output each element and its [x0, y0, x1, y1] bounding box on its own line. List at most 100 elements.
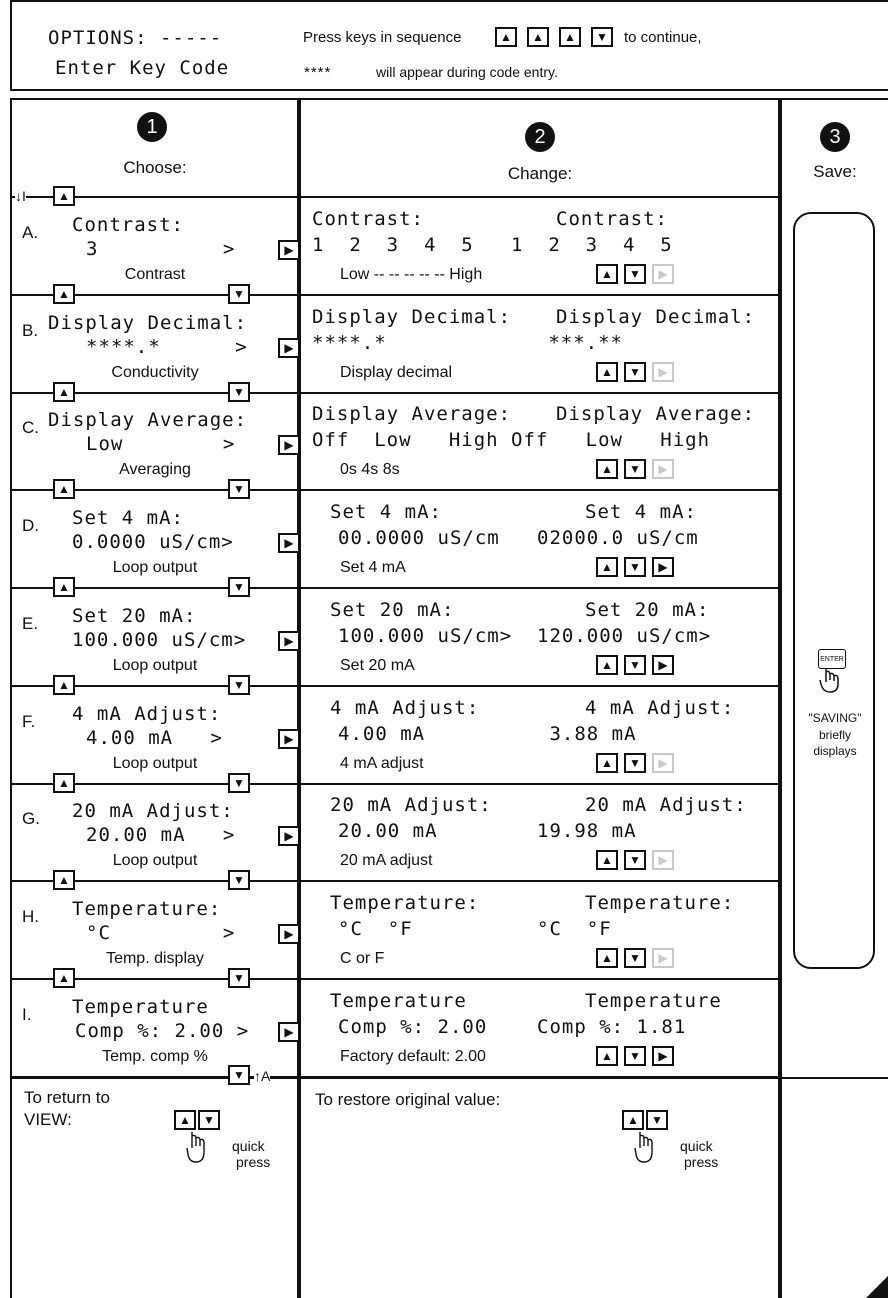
change-up-key[interactable]: ▲: [596, 850, 618, 870]
right-arrow-icon: ▶: [658, 951, 668, 965]
change-right-key[interactable]: ▶: [652, 362, 674, 382]
change-lcd-line-2: ****.* ***.**: [312, 332, 623, 354]
choose-lcd-line-2: °C >: [86, 922, 236, 944]
change-down-key[interactable]: ▼: [624, 459, 646, 479]
change-down-key[interactable]: ▼: [624, 753, 646, 773]
change-caption: 20 mA adjust: [340, 852, 433, 869]
change-header-divider: [299, 196, 779, 198]
choose-lcd-line-2: 100.000 uS/cm>: [72, 629, 247, 651]
choose-down-key[interactable]: ▼: [228, 382, 250, 402]
choose-caption: Averaging: [119, 461, 191, 478]
change-right-key[interactable]: ▶: [652, 459, 674, 479]
down-arrow-icon: ▼: [233, 287, 245, 301]
footer-divider-mid: [299, 1077, 780, 1079]
change-up-key[interactable]: ▲: [596, 948, 618, 968]
change-down-key[interactable]: ▼: [624, 557, 646, 577]
choose-down-key[interactable]: ▼: [228, 577, 250, 597]
choose-up-key[interactable]: ▲: [53, 675, 75, 695]
press-text-2: press: [684, 1154, 719, 1170]
advance-right-key[interactable]: ▶: [278, 729, 300, 749]
change-right-key[interactable]: ▶: [652, 655, 674, 675]
change-right-key[interactable]: ▶: [652, 753, 674, 773]
advance-right-key[interactable]: ▶: [278, 826, 300, 846]
choose-up-key[interactable]: ▲: [53, 968, 75, 988]
return-down-key[interactable]: ▼: [198, 1110, 220, 1130]
advance-right-key[interactable]: ▶: [278, 1022, 300, 1042]
change-down-key[interactable]: ▼: [624, 850, 646, 870]
change-up-key[interactable]: ▲: [596, 264, 618, 284]
change-right-key[interactable]: ▶: [652, 1046, 674, 1066]
choose-up-key[interactable]: ▲: [53, 382, 75, 402]
quick-text-2: quick: [680, 1138, 713, 1154]
change-down-key[interactable]: ▼: [624, 1046, 646, 1066]
right-arrow-icon: ▶: [284, 829, 294, 843]
displays-text: displays: [813, 744, 857, 758]
choose-down-key[interactable]: ▼: [228, 870, 250, 890]
choose-down-key[interactable]: ▼: [228, 675, 250, 695]
change-down-key[interactable]: ▼: [624, 362, 646, 382]
change-row-divider: [299, 392, 780, 394]
change-lcd-line-2: Comp %: 2.00 Comp %: 1.81: [338, 1016, 687, 1038]
choose-down-key[interactable]: ▼: [228, 284, 250, 304]
enter-key-icon[interactable]: ENTER: [818, 649, 846, 669]
seq-up-key-2: ▲: [527, 27, 549, 47]
change-caption: Factory default: 2.00: [340, 1048, 486, 1065]
change-lcd-right: Temperature: [585, 990, 722, 1012]
table-left-border: [10, 98, 12, 1298]
choose-down-key[interactable]: ▼: [228, 479, 250, 499]
change-right-key[interactable]: ▶: [652, 264, 674, 284]
change-down-key[interactable]: ▼: [624, 264, 646, 284]
up-arrow-icon: ▲: [179, 1113, 191, 1127]
change-up-key[interactable]: ▲: [596, 459, 618, 479]
restore-up-key[interactable]: ▲: [622, 1110, 644, 1130]
change-down-key[interactable]: ▼: [624, 655, 646, 675]
up-arrow-icon: ▲: [58, 189, 70, 203]
table-top-border: [10, 98, 888, 100]
change-right-key[interactable]: ▶: [652, 948, 674, 968]
change-lcd-left: 20 mA Adjust:: [330, 794, 492, 816]
change-lcd-right: 20 mA Adjust:: [585, 794, 747, 816]
advance-right-key[interactable]: ▶: [278, 435, 300, 455]
choose-up-key[interactable]: ▲: [53, 773, 75, 793]
choose-up-key[interactable]: ▲: [53, 577, 75, 597]
down-arrow-icon: ▼: [629, 267, 641, 281]
stars-text: ****: [304, 64, 332, 81]
change-right-key[interactable]: ▶: [652, 850, 674, 870]
choose-up-key[interactable]: ▲: [53, 284, 75, 304]
change-up-key[interactable]: ▲: [596, 557, 618, 577]
choose-label: Choose:: [123, 158, 187, 177]
advance-right-key[interactable]: ▶: [278, 338, 300, 358]
choose-down-key-bottom[interactable]: ▼: [228, 1065, 250, 1085]
choose-caption: Temp. display: [106, 950, 204, 967]
change-up-key[interactable]: ▲: [596, 753, 618, 773]
advance-right-key[interactable]: ▶: [278, 631, 300, 651]
change-lcd-right: 4 mA Adjust:: [585, 697, 735, 719]
seq-up-key-1: ▲: [495, 27, 517, 47]
advance-right-key[interactable]: ▶: [278, 240, 300, 260]
choose-up-key[interactable]: ▲: [53, 479, 75, 499]
advance-right-key[interactable]: ▶: [278, 533, 300, 553]
change-lcd-left: Set 4 mA:: [330, 501, 442, 523]
choose-down-key[interactable]: ▼: [228, 773, 250, 793]
advance-right-key[interactable]: ▶: [278, 924, 300, 944]
change-right-key[interactable]: ▶: [652, 557, 674, 577]
step-3-badge: 3: [820, 122, 850, 152]
up-arrow-icon: ▲: [601, 560, 613, 574]
choose-lcd-line-1: Set 4 mA:: [72, 507, 184, 529]
down-arrow-icon: ▼: [233, 1068, 245, 1082]
up-arrow-icon: ▲: [58, 776, 70, 790]
row-letter: E.: [22, 614, 39, 633]
change-up-key[interactable]: ▲: [596, 362, 618, 382]
change-lcd-right: Contrast:: [556, 208, 668, 230]
choose-up-key-top[interactable]: ▲: [53, 186, 75, 206]
restore-down-key[interactable]: ▼: [646, 1110, 668, 1130]
choose-up-key[interactable]: ▲: [53, 870, 75, 890]
up-arrow-icon: ▲: [601, 853, 613, 867]
change-down-key[interactable]: ▼: [624, 948, 646, 968]
change-up-key[interactable]: ▲: [596, 1046, 618, 1066]
change-up-key[interactable]: ▲: [596, 655, 618, 675]
return-up-key[interactable]: ▲: [174, 1110, 196, 1130]
choose-down-key[interactable]: ▼: [228, 968, 250, 988]
change-row-divider: [299, 489, 780, 491]
row-letter: I.: [22, 1005, 32, 1024]
